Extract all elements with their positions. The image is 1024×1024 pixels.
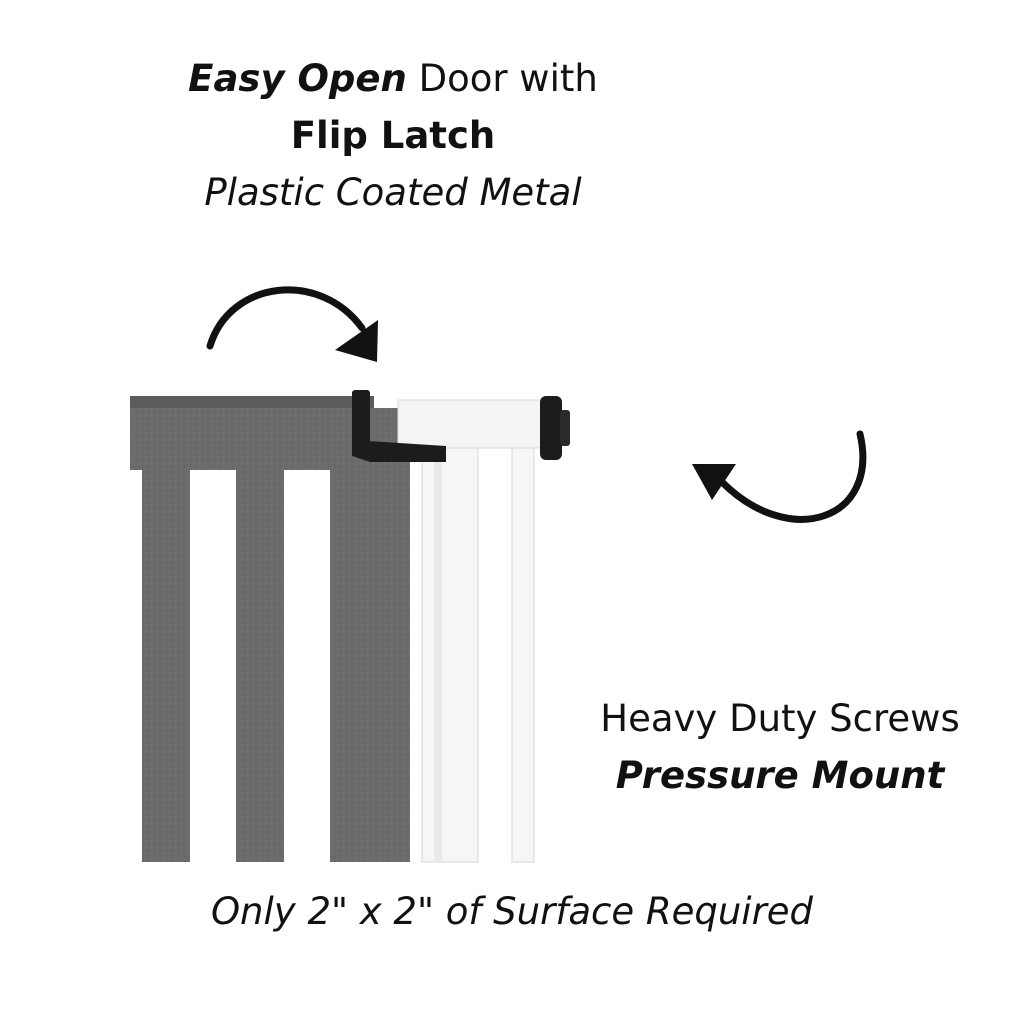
heavy-duty-screws-text: Heavy Duty Screws: [600, 697, 960, 740]
pressure-mount-knob: [540, 396, 570, 460]
door-feature-caption: Easy Open Door with Flip Latch Plastic C…: [133, 50, 653, 221]
curved-arrow-right-icon: [206, 286, 378, 362]
gray-gate-door: [130, 396, 410, 862]
caption-line-1: Easy Open Door with: [133, 50, 653, 107]
surface-required-text: Only 2" x 2" of Surface Required: [210, 890, 814, 933]
curved-arrow-left-icon: [692, 430, 867, 523]
pressure-mount-text: Pressure Mount: [615, 754, 945, 797]
door-with-text: Door with: [406, 57, 598, 100]
plastic-coated-metal-text: Plastic Coated Metal: [204, 171, 582, 214]
flip-latch-text: Flip Latch: [290, 114, 496, 157]
easy-open-emphasis: Easy Open: [188, 57, 407, 100]
white-gate-frame: [397, 399, 543, 863]
mount-feature-caption: Heavy Duty Screws Pressure Mount: [560, 690, 1000, 804]
flip-latch: [352, 390, 446, 462]
